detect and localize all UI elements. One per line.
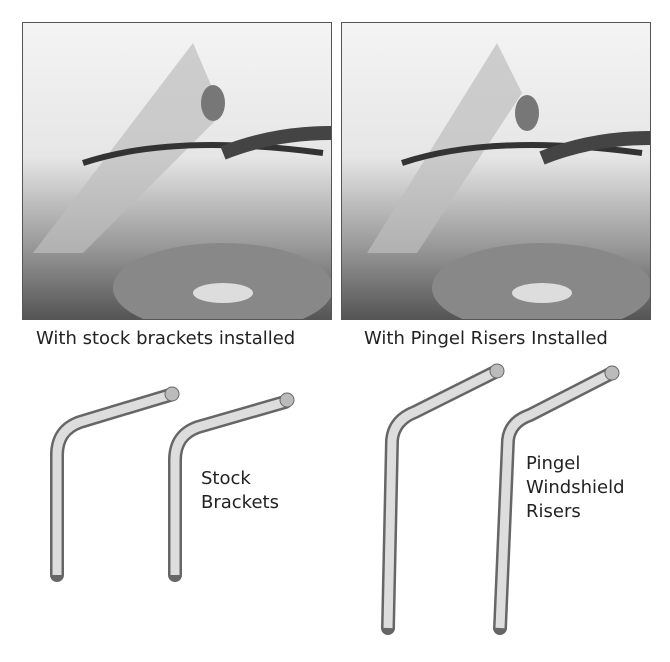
label-line: Stock [201,468,251,489]
label-line: Windshield [526,477,625,498]
label-line: Risers [526,501,581,522]
label-stock-brackets: Stock Brackets [201,467,279,515]
caption-stock: With stock brackets installed [36,328,296,349]
photo-stock-brackets [22,22,332,320]
label-line: Pingel [526,453,581,474]
pingel-riser-2 [493,365,620,635]
caption-pingel: With Pingel Risers Installed [364,328,608,349]
brackets-illustration [50,363,620,635]
photo-pingel-risers [341,22,651,320]
stock-bracket-2 [168,392,295,582]
pingel-riser-1 [381,363,505,635]
stock-bracket-1 [50,386,180,582]
motorcycle-risers-illustration [367,43,650,319]
label-line: Brackets [201,492,279,513]
motorcycle-stock-illustration [33,43,331,319]
label-pingel-risers: Pingel Windshield Risers [526,452,625,524]
